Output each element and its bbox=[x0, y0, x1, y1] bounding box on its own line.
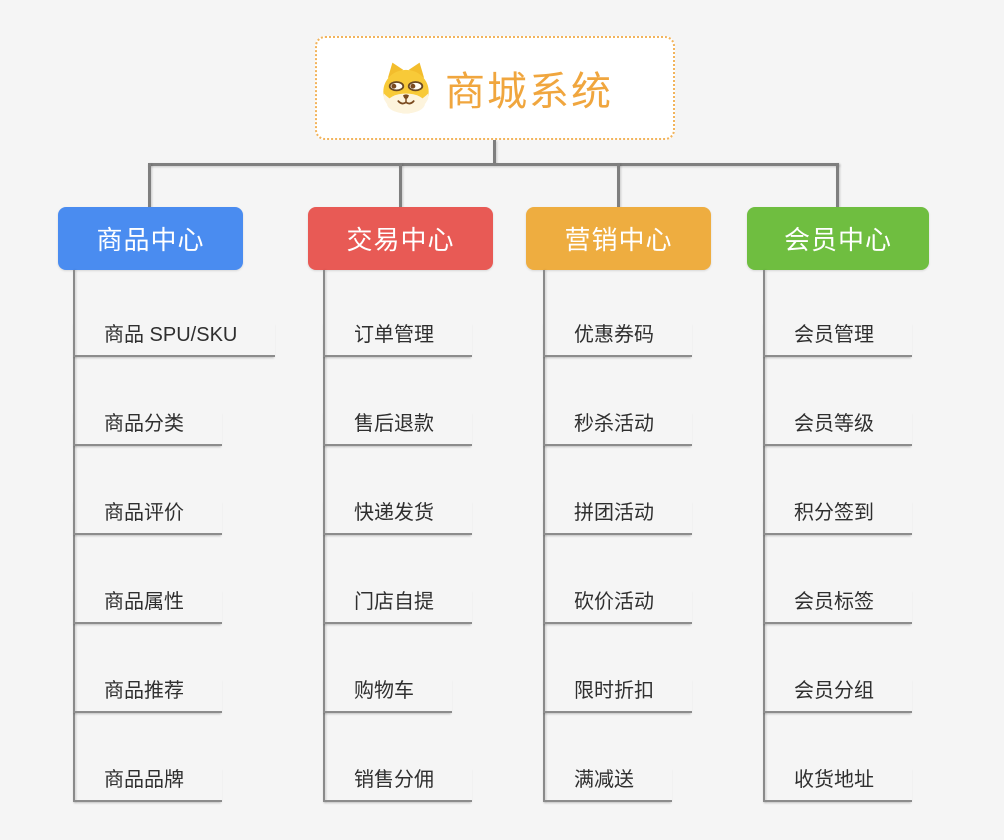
child-node[interactable]: 商品品牌 bbox=[73, 767, 222, 802]
child-node[interactable]: 订单管理 bbox=[323, 322, 472, 357]
child-node[interactable]: 满减送 bbox=[543, 767, 672, 802]
child-node[interactable]: 销售分佣 bbox=[323, 767, 472, 802]
child-node[interactable]: 秒杀活动 bbox=[543, 411, 692, 446]
child-node[interactable]: 收货地址 bbox=[763, 767, 912, 802]
connector-horizontal bbox=[148, 163, 839, 166]
child-node[interactable]: 会员等级 bbox=[763, 411, 912, 446]
child-node[interactable]: 售后退款 bbox=[323, 411, 472, 446]
child-node[interactable]: 会员分组 bbox=[763, 678, 912, 713]
child-node[interactable]: 优惠券码 bbox=[543, 322, 692, 357]
child-node[interactable]: 拼团活动 bbox=[543, 500, 692, 535]
root-title: 商城系统 bbox=[445, 70, 613, 114]
branch-box-marketing-center[interactable]: 营销中心 bbox=[526, 207, 711, 270]
connector-spine bbox=[543, 270, 545, 802]
child-node[interactable]: 商品评价 bbox=[73, 500, 222, 535]
branch-box-member-center[interactable]: 会员中心 bbox=[747, 207, 929, 270]
connector-spine bbox=[323, 270, 325, 802]
child-node[interactable]: 商品属性 bbox=[73, 589, 222, 624]
connector-drop bbox=[148, 163, 151, 207]
child-node[interactable]: 会员标签 bbox=[763, 589, 912, 624]
child-node[interactable]: 会员管理 bbox=[763, 322, 912, 357]
child-node[interactable]: 门店自提 bbox=[323, 589, 472, 624]
connector-spine bbox=[73, 270, 75, 802]
child-node[interactable]: 积分签到 bbox=[763, 500, 912, 535]
branch-box-product-center[interactable]: 商品中心 bbox=[58, 207, 243, 270]
root-node[interactable]: 商城系统 bbox=[315, 36, 675, 140]
child-node[interactable]: 购物车 bbox=[323, 678, 452, 713]
child-node[interactable]: 商品 SPU/SKU bbox=[73, 322, 276, 357]
shiba-dog-icon bbox=[377, 59, 435, 117]
connector-spine bbox=[763, 270, 765, 802]
child-node[interactable]: 限时折扣 bbox=[543, 678, 692, 713]
child-node[interactable]: 商品分类 bbox=[73, 411, 222, 446]
connector-root-stem bbox=[493, 140, 496, 164]
connector-drop bbox=[836, 163, 839, 207]
child-node[interactable]: 快递发货 bbox=[323, 500, 472, 535]
connector-drop bbox=[617, 163, 620, 207]
branch-box-trade-center[interactable]: 交易中心 bbox=[308, 207, 493, 270]
child-node[interactable]: 砍价活动 bbox=[543, 589, 692, 624]
connector-drop bbox=[399, 163, 402, 207]
child-node[interactable]: 商品推荐 bbox=[73, 678, 222, 713]
